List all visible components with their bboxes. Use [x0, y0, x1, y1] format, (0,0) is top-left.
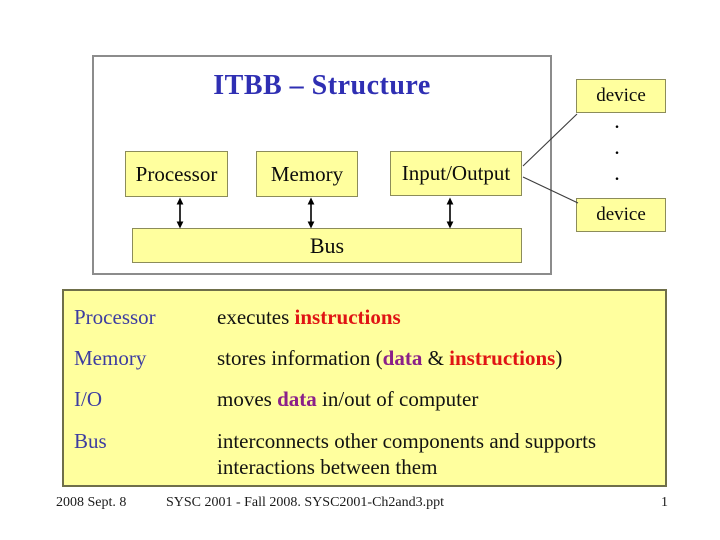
- keyword-data: data: [382, 346, 423, 370]
- definition-text: interconnects other components and suppo…: [217, 429, 597, 479]
- bus-box: Bus: [132, 228, 522, 263]
- keyword-instructions: instructions: [294, 305, 401, 329]
- memory-box: Memory: [256, 151, 358, 197]
- input-output-box-label: Input/Output: [401, 161, 511, 185]
- processor-box-label: Processor: [135, 161, 218, 186]
- processor-box: Processor: [125, 151, 228, 197]
- definitions-panel: Processor executes instructions Memory s…: [62, 289, 667, 487]
- device-box-bottom: device: [576, 198, 666, 232]
- definition-term: I/O: [74, 387, 102, 411]
- definition-text: stores information (data & instructions): [217, 346, 563, 370]
- device-box-top-label: device: [596, 85, 646, 106]
- footer-page-number: 1: [661, 495, 668, 510]
- keyword-instructions: instructions: [449, 346, 556, 370]
- input-output-box: Input/Output: [390, 151, 522, 196]
- definition-term: Memory: [74, 346, 147, 370]
- device-box-bottom-label: device: [596, 204, 646, 225]
- ellipsis-dot: .: [614, 160, 620, 185]
- definition-text: moves data in/out of computer: [217, 387, 479, 411]
- bus-box-label: Bus: [309, 232, 345, 258]
- definition-term: Processor: [74, 305, 156, 329]
- slide-title: ITBB – Structure: [213, 70, 431, 101]
- definition-term: Bus: [74, 429, 107, 453]
- ellipsis-dot: .: [614, 134, 620, 159]
- device-box-top: device: [576, 79, 666, 113]
- keyword-data: data: [277, 387, 317, 411]
- footer-date: 2008 Sept. 8: [56, 495, 127, 510]
- footer-course-title: SYSC 2001 - Fall 2008. SYSC2001-Ch2and3.…: [165, 495, 445, 510]
- definition-text: executes instructions: [217, 305, 401, 329]
- device-ellipsis: . . .: [610, 108, 624, 186]
- memory-box-label: Memory: [270, 161, 344, 186]
- ellipsis-dot: .: [614, 108, 620, 133]
